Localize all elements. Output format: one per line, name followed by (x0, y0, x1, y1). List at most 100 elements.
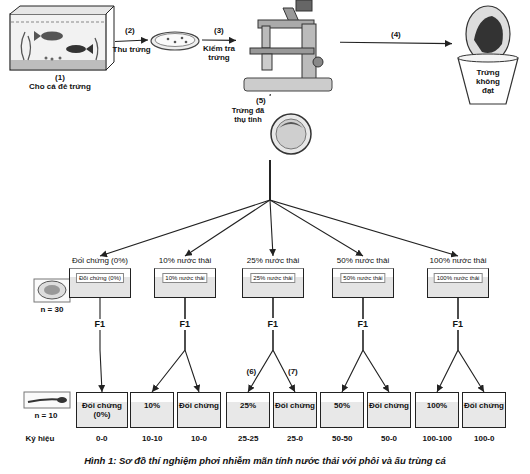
beaker-label: 25% (227, 401, 269, 410)
aquarium-top (10, 6, 114, 14)
treatment-beaker: 50% nước thải 50% nước thải (326, 256, 400, 298)
flow-arrow (248, 298, 273, 392)
row-heading: Ký hiệu (26, 434, 55, 444)
beaker-label: 100% nước thải (434, 273, 483, 283)
beaker-vessel: 10% nước thải (154, 268, 216, 298)
beaker-label: 50% nước thải (326, 256, 400, 266)
flow-arrow (115, 40, 148, 42)
larva-beaker: Đối chứng (0%) (76, 392, 128, 428)
beaker-label: 10% nước thải (162, 273, 207, 283)
egg-icon (38, 281, 66, 299)
edge-label: (7) (288, 367, 298, 376)
beaker-label: Đối chứng (0%) (63, 256, 137, 266)
egg-dot (181, 37, 184, 40)
beaker-label: 100% nước thải (421, 256, 495, 266)
beaker-vessel: 25% nước thải (242, 268, 304, 298)
flow-arrow (270, 160, 363, 256)
beaker-label: Đối chứng (0%) (77, 401, 127, 419)
treatment-code: 100-0 (474, 434, 494, 444)
fertilized-egg (271, 114, 311, 154)
edge-label: Thu trứng (113, 45, 151, 54)
treatment-code: 10-0 (191, 434, 207, 444)
larva-beaker: 10% (130, 392, 174, 428)
flow-arrow (202, 39, 236, 41)
flow-arrow (340, 42, 452, 43)
microscope-condenser (262, 54, 272, 70)
microscope-node (236, 0, 340, 94)
egg-icon-frame (34, 279, 70, 302)
egg-dot (174, 41, 177, 44)
treatment-beaker: 100% nước thải 100% nước thải (421, 256, 495, 298)
larva-beaker: Đối chứng (367, 392, 411, 428)
larva-beaker: Đối chứng (177, 392, 221, 428)
node-caption: Trứng không đạt (470, 68, 506, 95)
beaker-label: 100% (416, 401, 458, 410)
step-number: (2) (125, 26, 135, 36)
treatment-code: 50-0 (381, 434, 397, 444)
larva-beaker: Đối chứng (273, 392, 317, 428)
beaker-label: Đối chứng (274, 401, 316, 410)
embryo (279, 122, 303, 128)
fish-tail (34, 31, 41, 41)
edge-label: (4) (391, 30, 401, 39)
flow-arrow (185, 298, 199, 392)
fertilized-egg-node: (5)Trứng đã thụ tinh (228, 96, 312, 160)
beaker-label: 25% nước thải (250, 273, 295, 283)
flow-arrow (458, 298, 484, 392)
beaker-label: Đối chứng (0%) (76, 273, 124, 283)
microscope-objective (262, 26, 270, 48)
beaker-vessel: 100% nước thải (427, 268, 489, 298)
beaker-label: Đối chứng (178, 401, 220, 410)
gravel (11, 60, 105, 69)
aquarium-edge (106, 62, 114, 70)
treatment-code: 0-0 (96, 434, 108, 444)
larva-beaker: 50% (320, 392, 364, 428)
beaker-label: 25% nước thải (236, 256, 310, 266)
node-caption: (5) (256, 96, 266, 105)
edge-label: Kiểm tra trứng (195, 44, 243, 62)
fish-body (66, 45, 86, 53)
microscope-knob (313, 57, 323, 67)
larva-icon-frame (24, 392, 70, 408)
flow-arrow (437, 298, 458, 392)
node-caption: Cho cá đẻ trứng (25, 82, 95, 91)
fish-egg (59, 57, 62, 60)
aquarium-node: (1)Cho cá đẻ trứng (5, 2, 115, 106)
aquarium-glass (10, 14, 106, 70)
fish-tail (86, 44, 93, 54)
beaker-label: 10% (131, 401, 173, 410)
waste-cup-rim (458, 54, 518, 62)
generation-label: F1 (267, 318, 280, 330)
treatment-beaker: 25% nước thải 25% nước thải (236, 256, 310, 298)
treatment-beaker: Đối chứng (0%) Đối chứng (0%) (63, 256, 137, 298)
fish-body (41, 32, 63, 41)
flow-arrow (152, 298, 185, 392)
egg-dot (167, 38, 170, 41)
fish-egg (45, 57, 48, 60)
petri-dish-inner (155, 34, 195, 47)
flow-arrow (100, 160, 270, 256)
edge-label: F1 (94, 319, 107, 330)
microscope-camera (296, 0, 312, 11)
sample-size: n = 10 (35, 411, 58, 421)
microscope-base (244, 78, 332, 91)
petri-dish-node (148, 28, 202, 52)
egg-yolk (276, 119, 306, 149)
flow-arrow (185, 160, 270, 256)
flow-arrow (363, 298, 389, 392)
water-plant (21, 32, 98, 60)
flow-arrow (273, 298, 295, 392)
larva-beaker: 25% (226, 392, 270, 428)
sample-size: n = 30 (41, 305, 64, 315)
treatment-code: 100-100 (423, 434, 452, 444)
flow-arrow (342, 298, 363, 392)
node-caption: (1) (5, 73, 115, 82)
larva-head (57, 397, 67, 403)
beaker-vessel: 50% nước thải (332, 268, 394, 298)
treatment-code: 25-0 (287, 434, 303, 444)
bad-egg-blotch (474, 16, 503, 53)
beaker-label: Đối chứng (463, 401, 505, 410)
